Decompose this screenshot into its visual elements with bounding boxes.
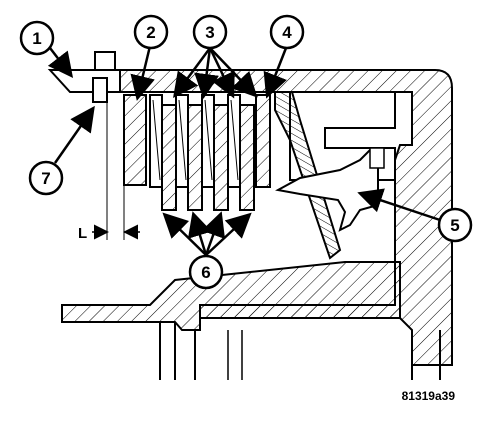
callout-1-label: 1 [32,29,41,48]
pressure-plate [255,94,271,188]
callout-6: 6 [188,254,224,290]
callout-2-label: 2 [146,23,155,42]
callout-4: 4 [269,14,305,50]
piston [274,91,342,260]
callout-1: 1 [19,20,55,56]
figure-reference: 81319a39 [402,389,456,403]
friction-discs [161,104,255,211]
callout-3: 3 [192,14,228,50]
clearance-dimension: L [78,100,140,242]
clutch-housing [94,69,453,380]
callout-7: 7 [28,160,64,196]
reaction-plate [123,94,147,186]
dimension-label-l: L [78,225,87,242]
clutch-hub [61,261,401,380]
callout-5: 5 [437,207,473,243]
callout-5-label: 5 [450,216,459,235]
callout-7-label: 7 [41,169,50,188]
leader-lines [47,45,441,256]
callout-3-label: 3 [205,23,214,42]
callout-4-label: 4 [282,23,292,42]
callout-6-label: 6 [201,263,210,282]
callout-2: 2 [133,14,169,50]
snap-ring-area [47,51,121,103]
